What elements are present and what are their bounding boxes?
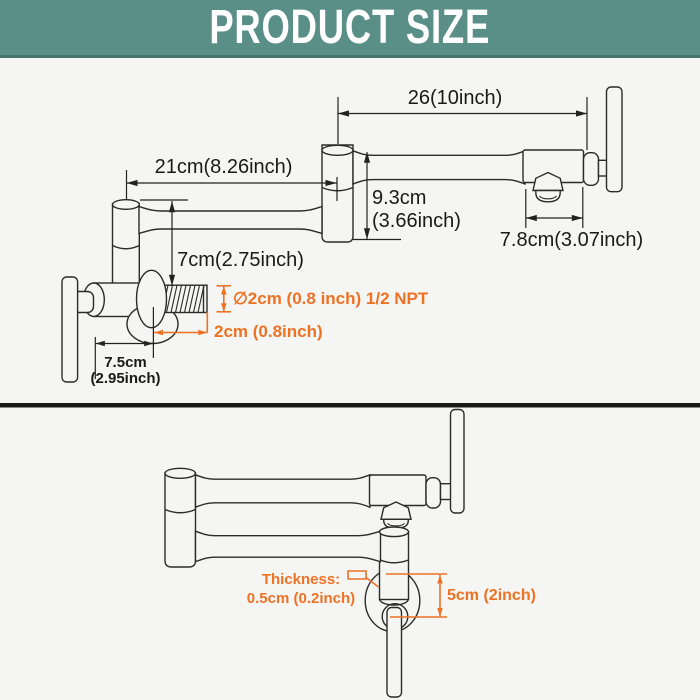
left-pivot-column <box>111 203 140 297</box>
dimension-arrowheads-black <box>95 110 587 347</box>
dimension-arrowheads-orange-bottom <box>437 575 443 617</box>
dimension-lines-black <box>94 97 588 379</box>
lower-handle-bar <box>386 606 403 698</box>
mount-disc <box>135 269 168 329</box>
drop-pipe-ring <box>380 559 409 564</box>
page-title: PRODUCT SIZE <box>209 1 491 54</box>
folded-spout-body <box>368 474 427 507</box>
dim-label-2cm: 2cm (0.8inch) <box>214 322 323 341</box>
drop-pipe-bottom-cap <box>378 598 410 606</box>
folded-left-cap <box>164 467 197 479</box>
section-divider <box>0 403 700 408</box>
dim-label-78: 7.8cm(3.07inch) <box>499 229 644 251</box>
left-pivot-cap <box>111 198 140 210</box>
dim-label-75: 7.5cm (2.95inch) <box>90 354 161 387</box>
spout-end-cap <box>582 151 600 186</box>
faucet-extended-drawing <box>61 86 623 383</box>
dim-label-5cm: 5cm (2inch) <box>447 587 536 604</box>
dim-label-21: 21cm(8.26inch) <box>154 156 293 178</box>
folded-lower-arm <box>194 530 382 563</box>
dim-label-diameter: ∅2cm (0.8 inch) 1/2 NPT <box>233 289 429 308</box>
aerator-rim <box>539 195 557 200</box>
top-arm <box>352 149 526 186</box>
spout-aerator <box>535 189 561 203</box>
dim-label-thickness: Thickness: 0.5cm (0.2inch) <box>246 571 356 607</box>
folded-top-arm <box>194 473 371 509</box>
threaded-pipe <box>158 284 208 314</box>
folded-spout-handle-bar <box>449 408 465 514</box>
dim-label-93: 9.3cm (3.66inch) <box>372 187 461 232</box>
dim-label-7: 7cm(2.75inch) <box>177 249 304 271</box>
drop-pipe <box>378 530 410 601</box>
drop-pipe-top-cap <box>378 526 410 538</box>
dim-label-26: 26(10inch) <box>407 87 503 109</box>
lower-arm <box>138 205 323 235</box>
left-pivot-ring <box>112 244 140 250</box>
thickness-bracket <box>347 570 367 580</box>
folded-spout-end-cap <box>425 477 442 509</box>
spout-handle-bar <box>605 86 623 193</box>
valve-handle-bar <box>61 276 79 383</box>
header-banner: PRODUCT SIZE <box>0 0 700 58</box>
folded-left-ring <box>164 508 196 514</box>
center-pivot-cap <box>321 144 354 157</box>
dimension-arrowheads-orange-top <box>154 286 227 336</box>
faucet-folded-drawing <box>164 408 465 698</box>
folded-left-column <box>164 472 197 568</box>
folded-aerator-rim <box>387 522 405 527</box>
thickness-leader <box>365 576 379 588</box>
